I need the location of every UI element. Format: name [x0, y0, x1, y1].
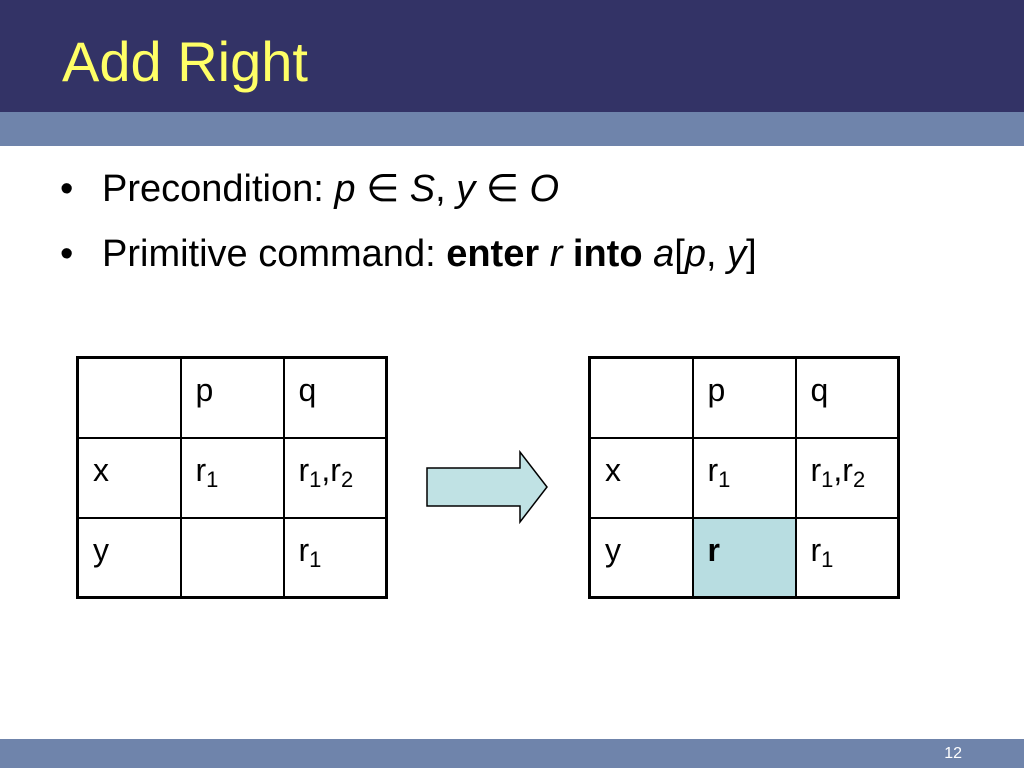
table-row-y: y r1: [76, 516, 388, 599]
right-arrow-icon: [426, 450, 548, 524]
corner-cell: [588, 356, 694, 439]
bullet-primitive-command: • Primitive command: enter r into a[p, y]: [60, 231, 757, 277]
cell-y-q: r1: [794, 516, 900, 599]
keyword-into: into: [572, 233, 643, 275]
var-r: r: [549, 233, 563, 275]
cell-y-p: [179, 516, 285, 599]
access-matrix-after: p q x r1 r1,r2 y r r1: [588, 356, 900, 599]
row-header-x: x: [588, 436, 694, 519]
table-row-x: x r1 r1,r2: [76, 436, 388, 519]
cell-x-q: r1,r2: [794, 436, 900, 519]
access-matrix-before: p q x r1 r1,r2 y r1: [76, 356, 388, 599]
footer-bar: 12: [0, 739, 1024, 768]
corner-cell: [76, 356, 182, 439]
element-of-symbol: ∈: [475, 168, 530, 210]
bullet-glyph: •: [60, 233, 74, 275]
set-s: S: [409, 168, 436, 210]
title-bar: Add Right: [0, 0, 1024, 112]
left-bracket: [: [674, 233, 685, 275]
title-accent-bar: [0, 112, 1024, 146]
cell-x-p: r1: [691, 436, 797, 519]
slide-title: Add Right: [62, 30, 308, 93]
bullet-glyph: •: [60, 168, 74, 210]
column-header-p: p: [691, 356, 797, 439]
table-row-x: x r1 r1,r2: [588, 436, 900, 519]
row-header-x: x: [76, 436, 182, 519]
column-header-q: q: [282, 356, 388, 439]
cell-y-q: r1: [282, 516, 388, 599]
table-row-header: p q: [76, 356, 388, 439]
command-label: Primitive command:: [102, 233, 447, 275]
cell-x-q: r1,r2: [282, 436, 388, 519]
keyword-enter: enter: [446, 233, 540, 275]
row-header-y: y: [76, 516, 182, 599]
var-y: y: [727, 233, 747, 275]
right-bracket: ]: [746, 233, 757, 275]
bullet-precondition: • Precondition: p ∈ S, y ∈ O: [60, 166, 559, 212]
column-header-p: p: [179, 356, 285, 439]
cell-y-p-added-right: r: [691, 516, 797, 599]
column-header-q: q: [794, 356, 900, 439]
comma: ,: [705, 233, 728, 275]
var-p: p: [334, 168, 356, 210]
precondition-label: Precondition:: [102, 168, 335, 210]
var-a: a: [653, 233, 675, 275]
row-header-y: y: [588, 516, 694, 599]
element-of-symbol: ∈: [355, 168, 410, 210]
table-row-y: y r r1: [588, 516, 900, 599]
var-y: y: [456, 168, 476, 210]
comma: ,: [435, 168, 457, 210]
table-row-header: p q: [588, 356, 900, 439]
var-p: p: [684, 233, 706, 275]
set-o: O: [529, 168, 559, 210]
page-number: 12: [944, 745, 962, 762]
cell-x-p: r1: [179, 436, 285, 519]
